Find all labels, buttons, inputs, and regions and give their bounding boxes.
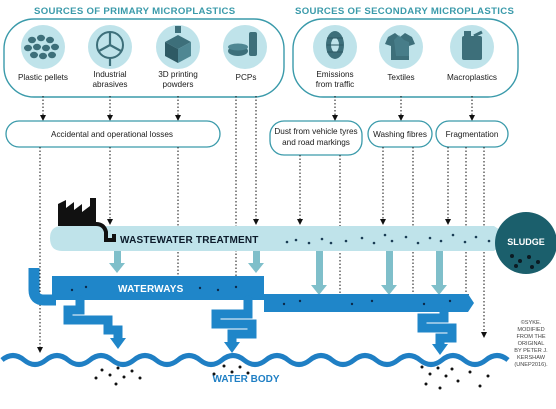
- secondary-header: SOURCES OF SECONDARY MICROPLASTICS: [295, 6, 514, 17]
- label-fragmentation: Fragmentation: [446, 130, 499, 139]
- waterways-band: [52, 276, 474, 312]
- water-body-label: WATER BODY: [212, 374, 279, 385]
- credit-line-5: BY PETER J.: [514, 348, 548, 354]
- pinwheel-icon: [88, 25, 132, 69]
- credit-line-1: ©SYKE.: [521, 319, 542, 326]
- source-arrows: [40, 96, 475, 121]
- winding-channels: [63, 295, 457, 351]
- primary-header: SOURCES OF PRIMARY MICROPLASTICS: [34, 6, 236, 17]
- tshirt-icon: [379, 25, 423, 69]
- credit-line-2: MODIFIED: [517, 327, 544, 333]
- credit-line-6: KERSHAW: [517, 355, 546, 361]
- label-macroplastics: Macroplastics: [447, 73, 497, 82]
- channel-arrowheads: [110, 338, 448, 355]
- washing-box: [367, 120, 433, 148]
- label-industrial-line2: abrasives: [92, 80, 127, 89]
- sludge-circle: [495, 212, 556, 274]
- losses-box: [5, 120, 221, 148]
- label-plastic-pellets: Plastic pellets: [18, 73, 68, 82]
- sludge-particles: [510, 254, 540, 269]
- label-dust-line1: Dust from vehicle tyres: [274, 127, 357, 136]
- waterways-inlet: [28, 268, 56, 306]
- credit-line-3: FROM THE: [516, 334, 545, 340]
- wastewater-label: WASTEWATER TREATMENT: [120, 235, 259, 246]
- waterways-label: WATERWAYS: [118, 284, 184, 295]
- label-emissions-line1: Emissions: [316, 70, 353, 79]
- credit-line-7: (UNEP2016).: [514, 362, 548, 368]
- label-losses: Accidental and operational losses: [51, 130, 173, 139]
- label-pcps: PCPs: [236, 73, 257, 82]
- pellets-icon: [21, 25, 65, 69]
- wastewater-outflow-arrows: [109, 251, 447, 295]
- credit: ©SYKE. MODIFIED FROM THE ORIGINAL BY PET…: [514, 319, 548, 368]
- label-emissions-line2: from traffic: [316, 80, 355, 89]
- wastewater-particles: [285, 233, 491, 245]
- label-dust-line2: and road markings: [282, 138, 350, 147]
- fragmentation-box: [435, 120, 509, 148]
- label-industrial-line1: Industrial: [93, 70, 126, 79]
- water-body-wave: [0, 353, 510, 367]
- water-body-particles: [94, 364, 490, 390]
- label-3d-printing-line1: 3D printing: [158, 70, 198, 79]
- primary-sources-box: [3, 18, 285, 98]
- factory-icon: [58, 198, 116, 242]
- tyre-icon: [313, 25, 357, 69]
- label-textiles: Textiles: [387, 73, 414, 82]
- waterways-particles: [70, 285, 452, 306]
- wastewater-band: [50, 226, 512, 251]
- cosmetics-icon: [223, 25, 267, 69]
- credit-line-4: ORIGINAL: [518, 341, 545, 347]
- label-washing: Washing fibres: [373, 130, 427, 139]
- canister-icon: [450, 25, 494, 69]
- sludge-label: SLUDGE: [507, 237, 545, 247]
- printer-icon: [156, 25, 200, 69]
- secondary-sources-box: [292, 18, 519, 98]
- dust-box: [269, 120, 363, 156]
- label-3d-printing-line2: powders: [163, 80, 194, 89]
